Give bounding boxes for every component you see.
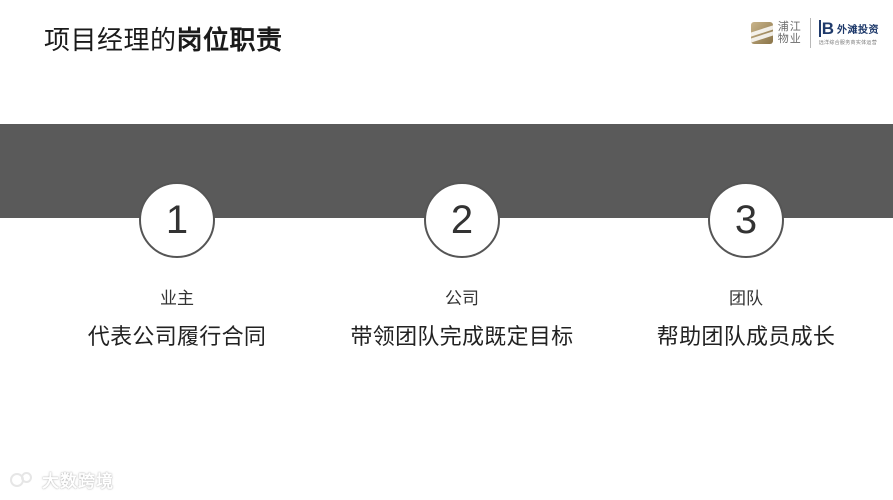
- step-label: 业主: [160, 289, 194, 309]
- step-number-circle: 1: [139, 182, 215, 258]
- step-3: 3 团队 帮助团队成员成长: [596, 182, 893, 351]
- waitan-logo-name: 外滩投资: [837, 25, 879, 36]
- watermark: 大数跨境: [10, 467, 114, 492]
- waitan-logo: B 外滩投资 远洋综合服务商实体运营: [818, 20, 879, 46]
- logo-divider: [809, 18, 811, 48]
- title-normal: 项目经理的: [44, 26, 177, 56]
- step-label: 团队: [729, 289, 763, 309]
- pujiang-wave-icon: [750, 22, 773, 44]
- step-description: 帮助团队成员成长: [656, 325, 836, 350]
- pujiang-logo-text: 浦江 物业: [777, 20, 802, 45]
- waitan-logo-subtitle: 远洋综合服务商实体运营: [818, 40, 878, 46]
- title-bold: 岗位职责: [176, 26, 283, 56]
- waitan-mark-icon: B: [818, 20, 834, 37]
- step-label: 公司: [445, 289, 479, 309]
- logo-area: 浦江 物业 B 外滩投资 远洋综合服务商实体运营: [750, 16, 879, 50]
- page-title: 项目经理的岗位职责: [44, 20, 283, 57]
- step-description: 带领团队完成既定目标: [350, 325, 574, 350]
- watermark-text: 大数跨境: [42, 472, 114, 492]
- step-2: 2 公司 带领团队完成既定目标: [312, 182, 612, 351]
- step-description: 代表公司履行合同: [87, 325, 267, 350]
- step-1: 1 业主 代表公司履行合同: [27, 182, 327, 351]
- watermark-logo-icon: [10, 471, 36, 488]
- pujiang-logo: 浦江 物业: [750, 20, 802, 45]
- step-number-circle: 3: [708, 182, 784, 258]
- step-number-circle: 2: [424, 182, 500, 258]
